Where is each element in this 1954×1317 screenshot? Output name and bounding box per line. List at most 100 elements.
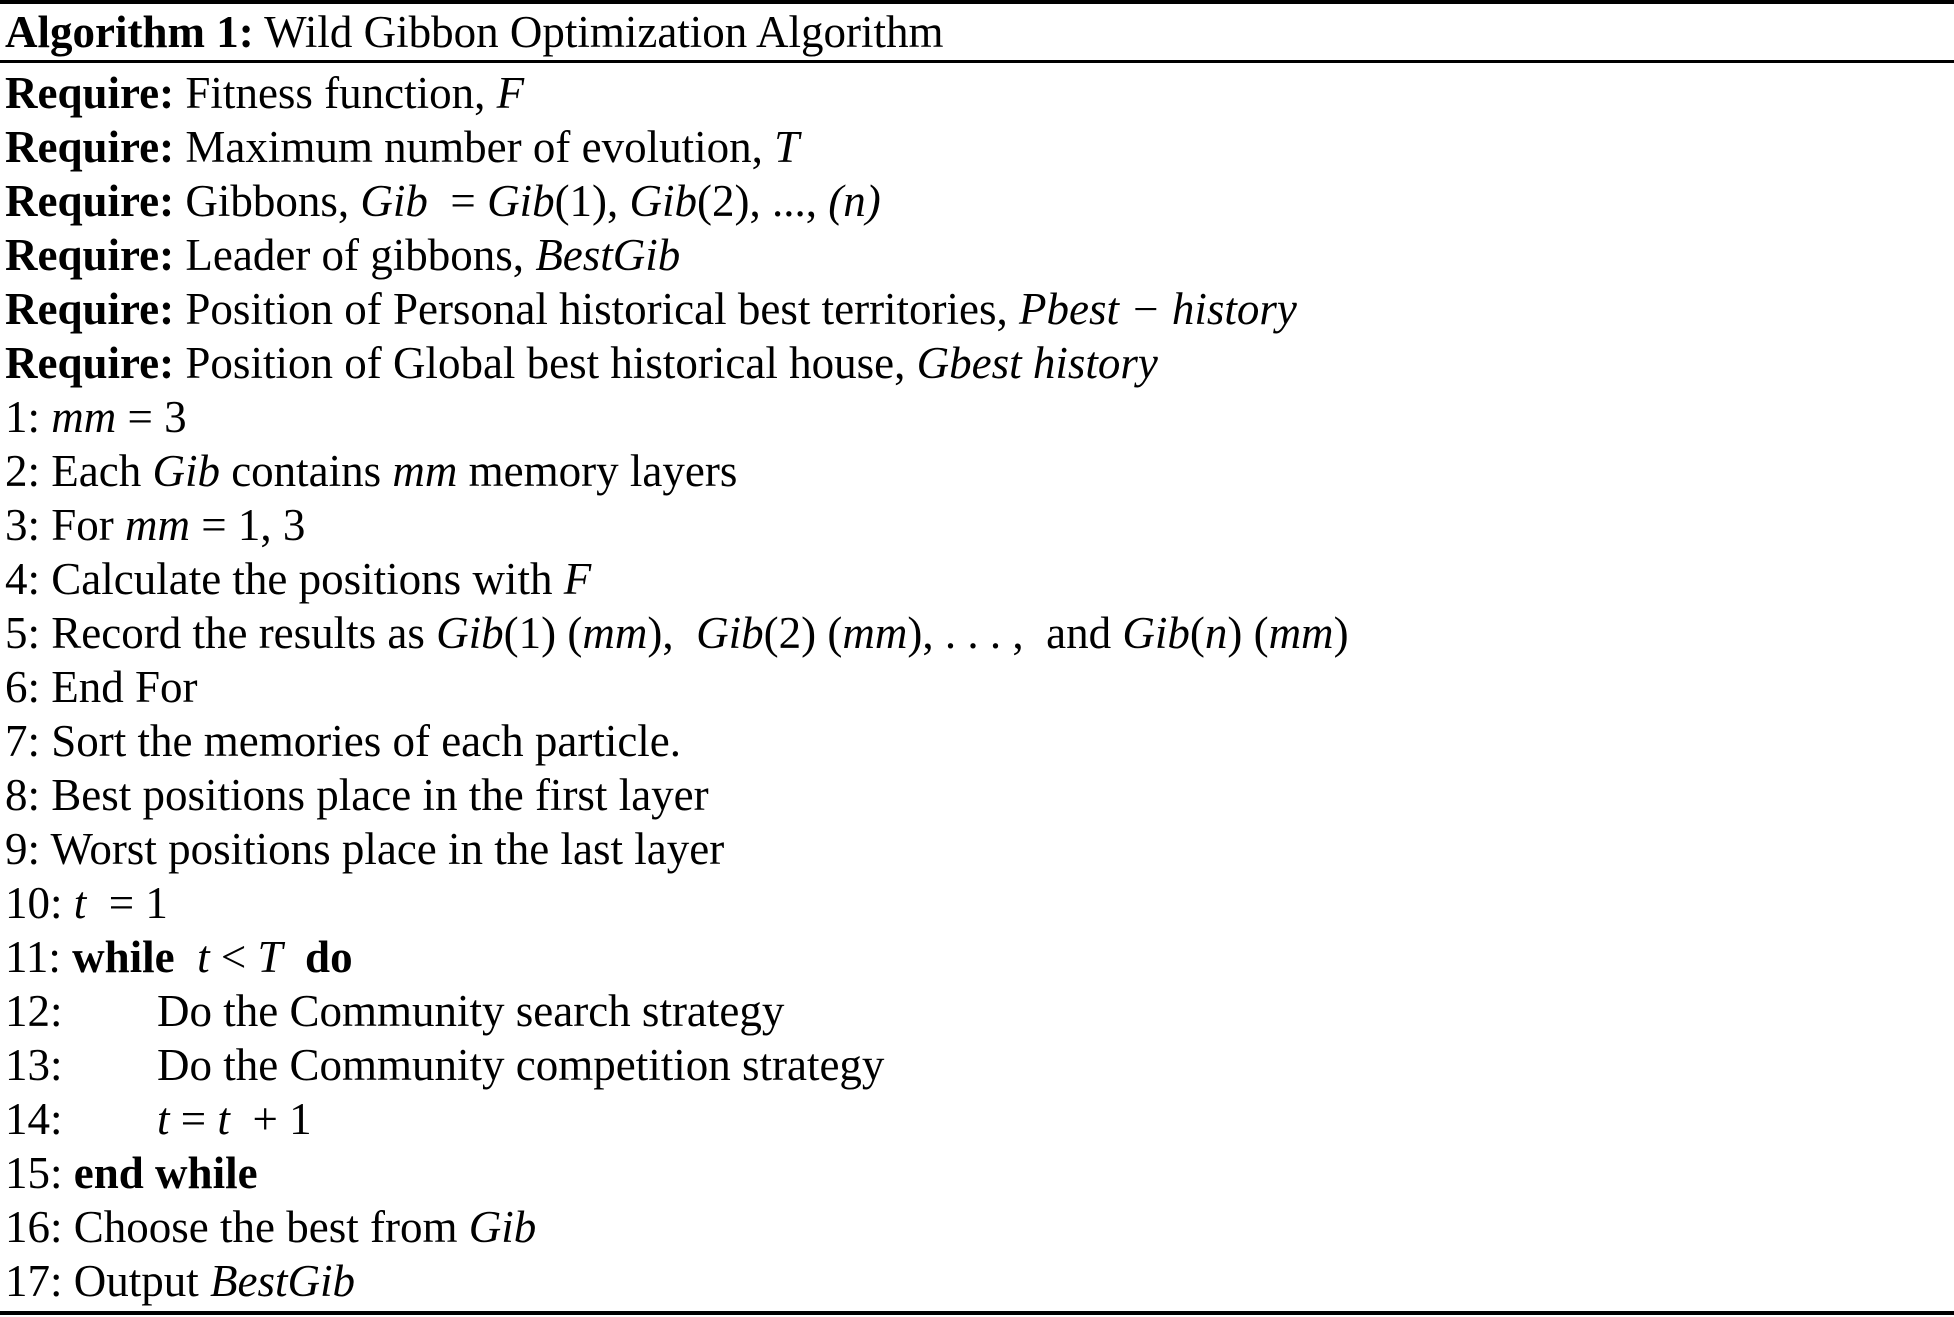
- line-number: 6:: [5, 662, 52, 712]
- line-text: Require:: [5, 176, 175, 226]
- line-text: Gib: [696, 608, 764, 658]
- line-text: contains: [219, 446, 393, 496]
- line-text: BestGib: [210, 1256, 356, 1306]
- line-text: ): [1333, 608, 1349, 658]
- line-text: End For: [51, 662, 198, 712]
- line-text: Require:: [5, 230, 175, 280]
- line-text: Fitness function,: [174, 68, 497, 118]
- line-text: F: [496, 68, 525, 118]
- line-text: Gib: [487, 176, 555, 226]
- line-text: For: [51, 500, 126, 550]
- line-number: 16:: [5, 1202, 74, 1252]
- line-number: 5:: [5, 608, 52, 658]
- line-text: = 3: [116, 392, 187, 442]
- line-text: = 1: [86, 878, 168, 928]
- line-number: 4:: [5, 554, 52, 604]
- line-text: ) (: [1227, 608, 1269, 658]
- line-text: Gibbons,: [174, 176, 361, 226]
- line-number: 15:: [5, 1148, 74, 1198]
- line-text: t: [217, 1094, 230, 1144]
- line-text: n: [1204, 608, 1228, 658]
- line-number: 3:: [5, 500, 52, 550]
- line-text: Output: [73, 1256, 211, 1306]
- algorithm-line: 4: Calculate the positions with F: [5, 552, 1946, 606]
- line-text: Sort the memories of each particle.: [51, 716, 682, 766]
- line-text: t: [157, 1094, 170, 1144]
- line-text: do: [305, 932, 353, 982]
- line-text: <: [209, 932, 258, 982]
- line-text: (n): [828, 176, 881, 226]
- algorithm-line: 14: t = t + 1: [5, 1092, 1946, 1146]
- line-text: Gib: [360, 176, 428, 226]
- line-text: Maximum number of evolution,: [174, 122, 775, 172]
- algorithm-line: Require: Position of Global best histori…: [5, 336, 1946, 390]
- line-text: memory layers: [457, 446, 738, 496]
- algorithm-line: 16: Choose the best from Gib: [5, 1200, 1946, 1254]
- algorithm-line: 3: For mm = 1, 3: [5, 498, 1946, 552]
- algorithm-line: Require: Gibbons, Gib = Gib(1), Gib(2), …: [5, 174, 1946, 228]
- line-text: Leader of gibbons,: [174, 230, 536, 280]
- algorithm-label: Algorithm 1:: [5, 7, 254, 57]
- algorithm-line: 5: Record the results as Gib(1) (mm), Gi…: [5, 606, 1946, 660]
- line-number: 17:: [5, 1256, 74, 1306]
- line-text: (2) (: [763, 608, 843, 658]
- line-number: 1:: [5, 392, 52, 442]
- line-text: + 1: [229, 1094, 312, 1144]
- line-text: Pbest − history: [1019, 284, 1297, 334]
- algorithm-line: 12: Do the Community search strategy: [5, 984, 1946, 1038]
- algorithm-line: 17: Output BestGib: [5, 1254, 1946, 1308]
- line-text: (: [1189, 608, 1205, 658]
- algorithm-title-text: Wild Gibbon Optimization Algorithm: [253, 7, 944, 57]
- line-text: [175, 932, 198, 982]
- line-text: [283, 932, 306, 982]
- algorithm-title: Algorithm 1: Wild Gibbon Optimization Al…: [0, 0, 1954, 63]
- line-text: ), . . . , and: [907, 608, 1123, 658]
- line-text: mm: [582, 608, 648, 658]
- line-text: Position of Personal historical best ter…: [174, 284, 1020, 334]
- line-text: Record the results as: [51, 608, 437, 658]
- line-text: Gib: [468, 1202, 537, 1252]
- line-text: BestGib: [535, 230, 681, 280]
- line-text: Require:: [5, 338, 175, 388]
- algorithm-line: 10: t = 1: [5, 876, 1946, 930]
- line-text: Gbest history: [916, 338, 1158, 388]
- line-text: Require:: [5, 284, 175, 334]
- line-text: Each: [51, 446, 153, 496]
- line-text: F: [563, 554, 592, 604]
- line-text: while: [72, 932, 175, 982]
- line-text: Worst positions place in the last layer: [50, 824, 725, 874]
- line-text: mm: [125, 500, 191, 550]
- algorithm-line: 9: Worst positions place in the last lay…: [5, 822, 1946, 876]
- line-text: mm: [1268, 608, 1334, 658]
- algorithm-line: Require: Fitness function, F: [5, 66, 1946, 120]
- line-text: =: [427, 176, 488, 226]
- line-text: = 1, 3: [190, 500, 306, 550]
- line-number: 7:: [5, 716, 52, 766]
- line-text: Gib: [629, 176, 698, 226]
- algorithm-line: 7: Sort the memories of each particle.: [5, 714, 1946, 768]
- line-text: Calculate the positions with: [51, 554, 564, 604]
- line-text: Do the Community search strategy: [157, 986, 785, 1036]
- line-text: Position of Global best historical house…: [174, 338, 917, 388]
- line-number: 11:: [5, 932, 73, 982]
- line-text: (1),: [554, 176, 630, 226]
- line-number: 8:: [5, 770, 52, 820]
- line-text: end while: [73, 1148, 258, 1198]
- line-text: Gib: [436, 608, 504, 658]
- algorithm-line: 6: End For: [5, 660, 1946, 714]
- line-text: Best positions place in the first layer: [51, 770, 709, 820]
- line-text: Require:: [5, 68, 175, 118]
- line-text: t: [73, 878, 87, 928]
- line-text: mm: [392, 446, 458, 496]
- line-number: 13:: [5, 1040, 74, 1090]
- line-text: (1) (: [503, 608, 583, 658]
- algorithm-line: 8: Best positions place in the first lay…: [5, 768, 1946, 822]
- algorithm-line: 11: while t < T do: [5, 930, 1946, 984]
- line-number: 12:: [5, 986, 74, 1036]
- line-text: Do the Community competition strategy: [157, 1040, 885, 1090]
- line-text: ),: [647, 608, 697, 658]
- line-text: mm: [51, 392, 117, 442]
- line-text: Choose the best from: [73, 1202, 469, 1252]
